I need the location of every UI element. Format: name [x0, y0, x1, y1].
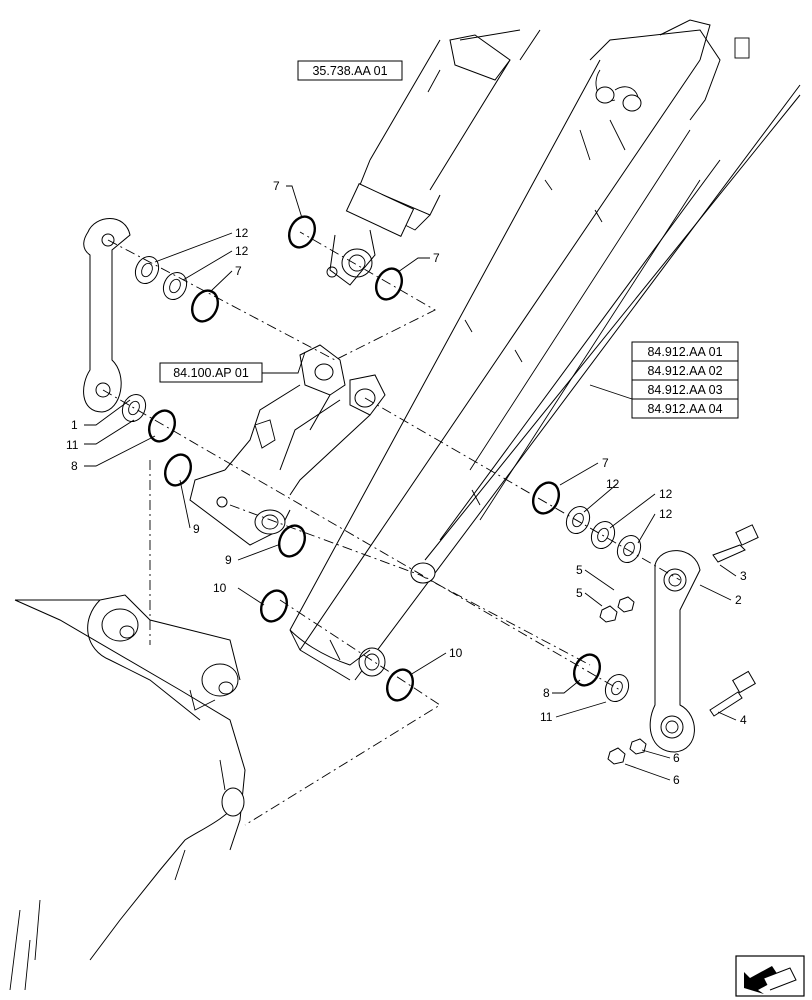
- ref-cylinder-text[interactable]: 35.738.AA 01: [312, 64, 387, 78]
- bolt-3: [712, 524, 759, 563]
- o-ring-7-cylinder-right: [374, 267, 404, 301]
- ref-box-arm[interactable]: 84.912.AA 01 84.912.AA 02 84.912.AA 03 8…: [631, 341, 739, 419]
- shim-12-b: [162, 271, 188, 301]
- callout-11: 11: [540, 710, 553, 724]
- o-ring-10-lower: [385, 668, 415, 702]
- bolt-4: [709, 670, 756, 717]
- ref-box-linkage[interactable]: 84.100.AP 01: [159, 362, 263, 383]
- hydraulic-cylinder: [326, 29, 541, 286]
- callout-9: 9: [193, 522, 200, 536]
- ref-arm-text-3[interactable]: 84.912.AA 03: [647, 383, 722, 397]
- bucket-linkage: [189, 344, 386, 546]
- ref-box-cylinder[interactable]: 35.738.AA 01: [297, 60, 403, 81]
- callout-1: 1: [71, 418, 78, 432]
- leader-lines: [84, 69, 737, 781]
- callout-labels: 7 7 12 12 7 1 11 8 9 9 10 10 7 12 12 12 …: [66, 179, 747, 787]
- callout-7: 7: [273, 179, 280, 193]
- shim-12-a: [134, 255, 160, 285]
- callout-10: 10: [213, 581, 227, 595]
- callout-11: 11: [66, 438, 79, 452]
- o-ring-10-upper: [259, 589, 289, 623]
- o-rings: [147, 215, 602, 702]
- callout-7: 7: [235, 264, 242, 278]
- shim-12-e: [616, 534, 642, 564]
- callout-2: 2: [735, 593, 742, 607]
- o-ring-9-upper: [163, 453, 193, 487]
- callout-10: 10: [449, 646, 463, 660]
- centre-lines: [102, 231, 681, 826]
- right-link-plate: [649, 550, 701, 753]
- ref-arm-text-1[interactable]: 84.912.AA 01: [647, 345, 722, 359]
- callout-12: 12: [606, 477, 620, 491]
- callout-8: 8: [71, 459, 78, 473]
- callout-6: 6: [673, 751, 680, 765]
- callout-12: 12: [659, 507, 673, 521]
- callout-5: 5: [576, 563, 583, 577]
- callout-9: 9: [225, 553, 232, 567]
- nut-6: [607, 738, 647, 765]
- o-ring-7-left-plate: [190, 289, 220, 323]
- callout-12: 12: [235, 244, 249, 258]
- callout-6: 6: [673, 773, 680, 787]
- ref-arm-text-2[interactable]: 84.912.AA 02: [647, 364, 722, 378]
- o-ring-9-lower: [277, 524, 307, 558]
- nut-5: [599, 596, 635, 623]
- callout-7: 7: [602, 456, 609, 470]
- callout-7: 7: [433, 251, 440, 265]
- callout-8: 8: [543, 686, 550, 700]
- callout-12: 12: [659, 487, 673, 501]
- o-ring-8-right: [572, 653, 602, 687]
- callout-12: 12: [235, 226, 249, 240]
- callout-3: 3: [740, 569, 747, 583]
- o-ring-7-right: [531, 481, 561, 515]
- bucket: [9, 594, 246, 991]
- left-link-plate: [83, 218, 131, 413]
- ref-arm-text-4[interactable]: 84.912.AA 04: [647, 402, 722, 416]
- callout-4: 4: [740, 713, 747, 727]
- o-ring-8-left: [147, 409, 177, 443]
- arm-body: [289, 19, 801, 681]
- o-ring-7-cylinder-left: [287, 215, 317, 249]
- ref-linkage-text[interactable]: 84.100.AP 01: [173, 366, 249, 380]
- callout-5: 5: [576, 586, 583, 600]
- next-page-arrow-icon[interactable]: [735, 955, 805, 997]
